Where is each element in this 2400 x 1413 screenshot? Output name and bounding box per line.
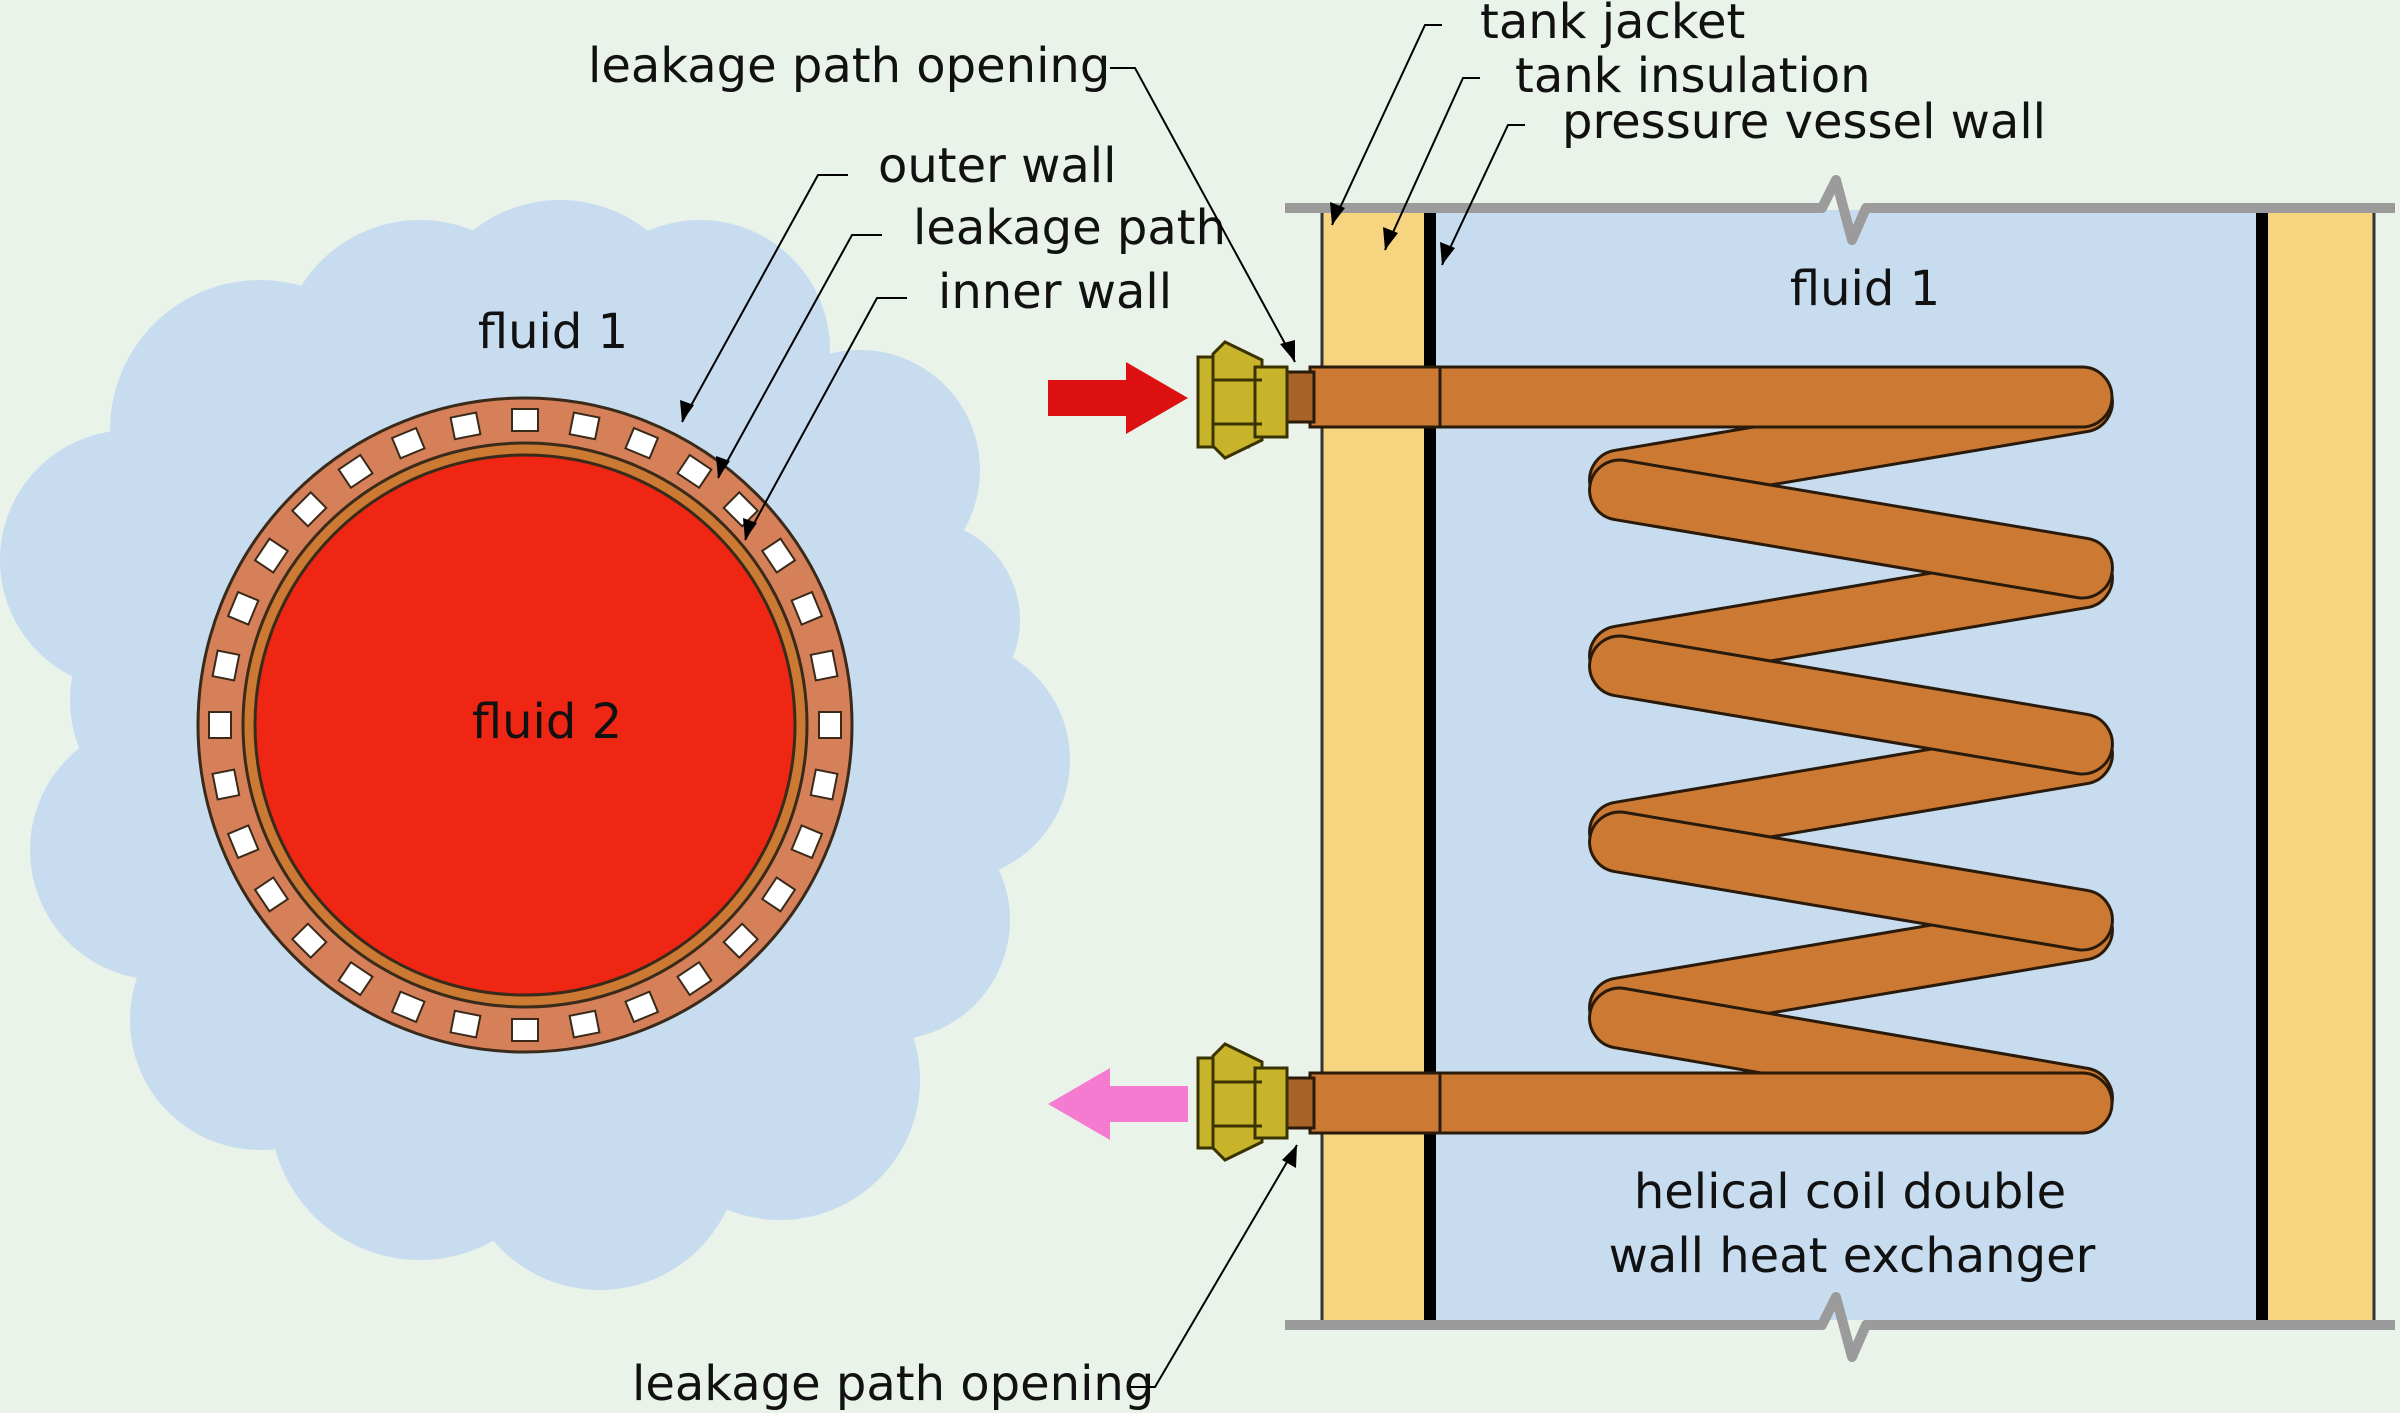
- right-pressure-vessel-wall: [2256, 210, 2268, 1320]
- cross-section-fluid-1-label: fluid 1: [478, 304, 628, 360]
- leakage-slot: [208, 711, 232, 739]
- leakage-slot: [337, 960, 374, 997]
- outlet-tube-stub: [1308, 1071, 1442, 1135]
- leakage-slot: [760, 876, 797, 913]
- outer-wall-label: outer wall: [878, 138, 1116, 194]
- leakage-slot: [290, 922, 328, 960]
- tube-stubs: [1284, 365, 1442, 1135]
- left-pressure-vessel-wall: [1424, 210, 1436, 1320]
- outlet-thread: [1284, 1076, 1316, 1130]
- inner-wall-label: inner wall: [938, 264, 1172, 320]
- leakage-slot: [809, 768, 839, 801]
- leakage-path-opening-bottom-label: leakage path opening: [632, 1356, 1154, 1412]
- fluid-2-core: [253, 453, 797, 997]
- leakage-slot: [226, 590, 260, 626]
- leakage-slot: [568, 411, 601, 441]
- leakage-slot: [722, 922, 760, 960]
- leakage-slot: [676, 453, 713, 490]
- leakage-slot: [511, 408, 539, 432]
- tank-fluid-1-label: fluid 1: [1790, 261, 1940, 317]
- coil-front-segment: [1588, 634, 2114, 776]
- arrow-left-icon: [1048, 1068, 1188, 1140]
- tank-jacket-label: tank jacket: [1480, 0, 1745, 50]
- leakage-slot: [624, 990, 660, 1024]
- leakage-slot: [568, 1009, 601, 1039]
- leakage-slot: [790, 824, 824, 860]
- leakage-path-label: leakage path: [913, 200, 1226, 256]
- inlet-thread: [1284, 370, 1316, 424]
- helical-coil: [1320, 365, 2114, 1135]
- leakage-slot: [211, 649, 241, 682]
- leakage-slot: [449, 1009, 482, 1039]
- tank-leaders: [1110, 24, 1525, 1388]
- leakage-slot: [337, 453, 374, 490]
- caption-line-2: wall heat exchanger: [1609, 1228, 2096, 1284]
- leakage-slot: [253, 537, 290, 574]
- outlet-fitting: [1196, 1042, 1289, 1162]
- leakage-slot: [226, 824, 260, 860]
- leakage-slot: [290, 490, 328, 528]
- right-insulation: [2262, 210, 2374, 1320]
- top-break-line: [1285, 175, 2395, 245]
- leakage-slot: [809, 649, 839, 682]
- bottom-break-line: [1285, 1292, 2395, 1362]
- leakage-slot: [722, 490, 760, 528]
- double-wall-tube-section: [196, 396, 854, 1054]
- leakage-slot: [818, 711, 842, 739]
- leakage-slot: [253, 876, 290, 913]
- leakage-slot: [760, 537, 797, 574]
- caption-line-1: helical coil double: [1634, 1164, 2066, 1220]
- leakage-slot: [390, 990, 426, 1024]
- fluid-2-label: fluid 2: [472, 694, 622, 750]
- cross-section-leaders: [680, 174, 907, 541]
- leakage-slot: [449, 411, 482, 441]
- coil-front-segment: [1588, 458, 2114, 600]
- leakage-slot: [511, 1018, 539, 1042]
- leakage-path-slots: [208, 408, 842, 1042]
- coil-front-segment: [1588, 810, 2114, 952]
- inlet-fitting: [1196, 340, 1289, 460]
- leakage-path-opening-top-label: leakage path opening: [588, 38, 1110, 94]
- hex-nut-icon: [1196, 1042, 1289, 1162]
- leakage-slot: [790, 590, 824, 626]
- leakage-slot: [676, 960, 713, 997]
- tank-insulation-label: tank insulation: [1515, 48, 1871, 104]
- leakage-slot: [211, 768, 241, 801]
- inlet-tube-stub: [1308, 365, 1442, 429]
- pressure-vessel-wall-label: pressure vessel wall: [1562, 94, 2046, 150]
- hex-nut-icon: [1196, 340, 1289, 460]
- leakage-slot: [624, 426, 660, 460]
- arrow-right-icon: [1048, 362, 1188, 434]
- leakage-slot: [390, 426, 426, 460]
